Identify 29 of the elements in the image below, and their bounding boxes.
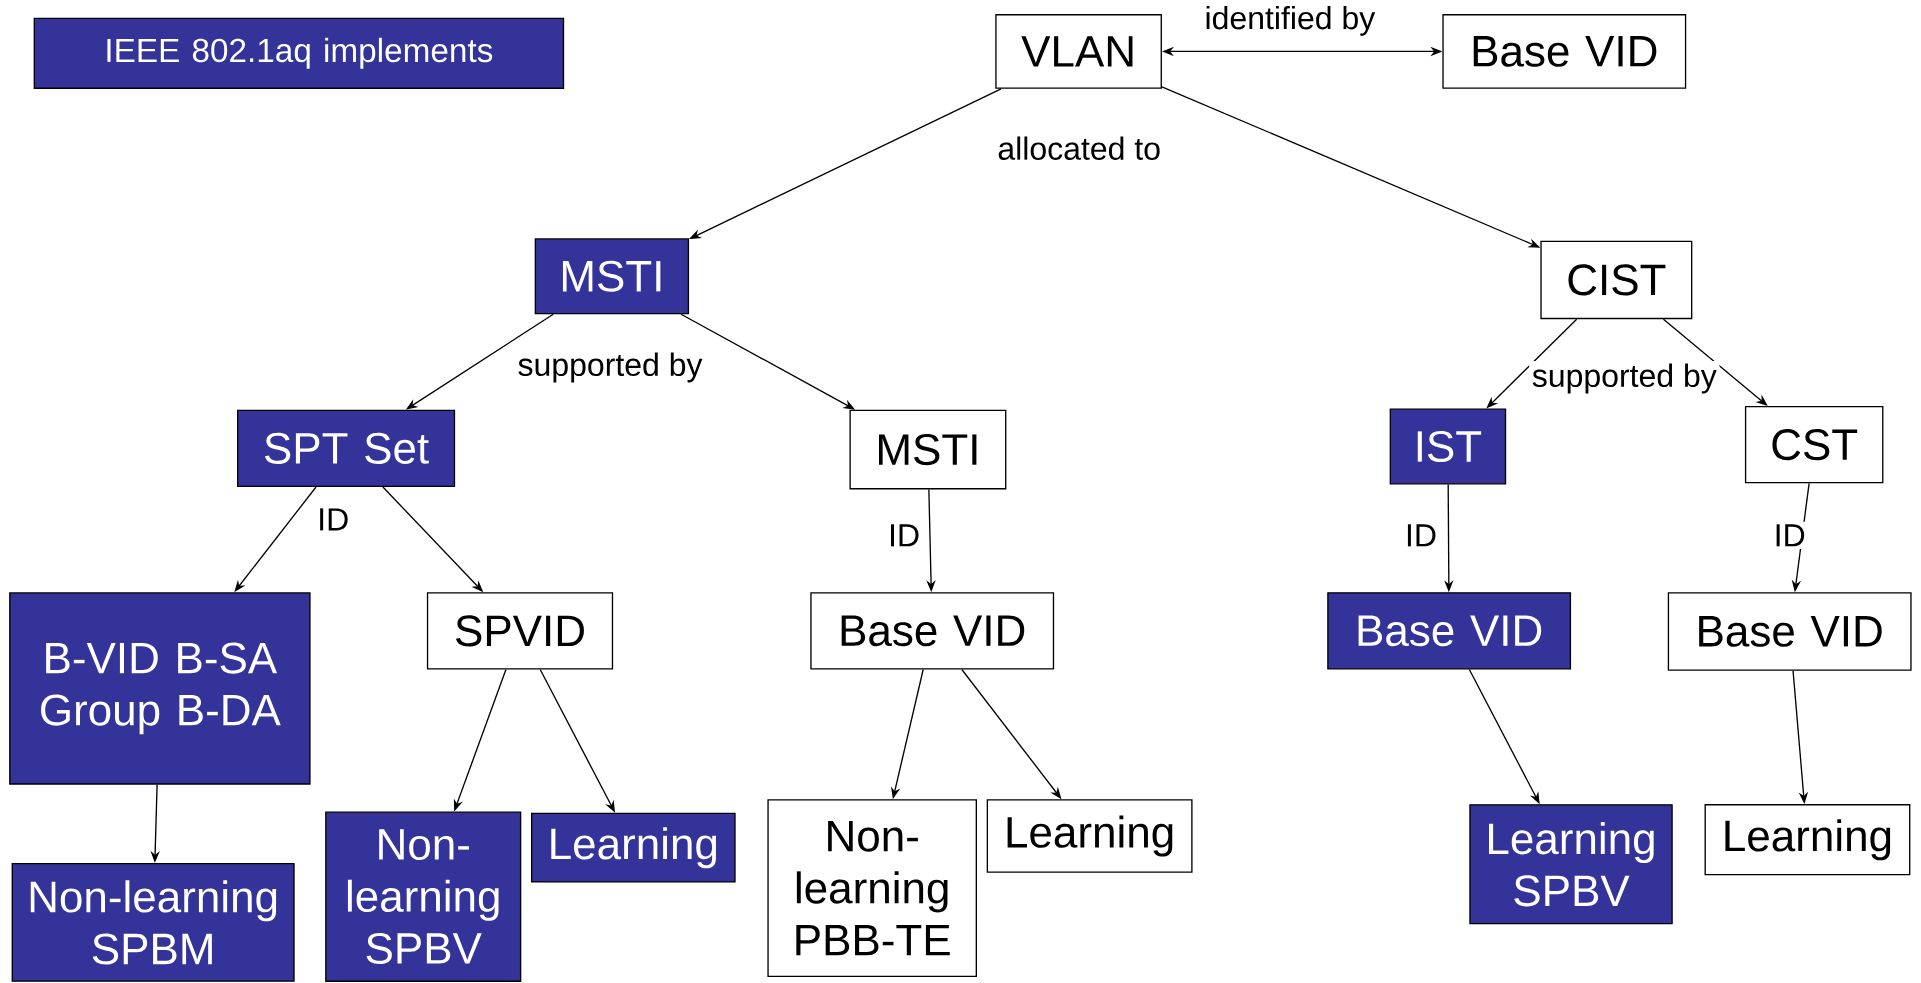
process-box: SPVID bbox=[426, 592, 614, 670]
process-box: MSTI bbox=[534, 238, 690, 315]
process-box: Learning SPBV bbox=[1469, 804, 1673, 925]
process-box: Learning bbox=[1704, 804, 1911, 876]
process-box: Non-learning PBB-TE bbox=[767, 799, 977, 977]
edge-label: ID bbox=[1402, 521, 1440, 550]
edge-label: ID bbox=[885, 521, 923, 550]
process-box: Learning bbox=[531, 812, 736, 883]
process-box: CIST bbox=[1540, 240, 1693, 320]
process-box: Base VID bbox=[1667, 592, 1912, 671]
edge-label: allocated to bbox=[994, 133, 1164, 163]
process-box: MSTI bbox=[849, 409, 1007, 490]
edge-label: ID bbox=[314, 505, 352, 534]
edge-label: identified by bbox=[1201, 3, 1378, 39]
process-box: Base VID bbox=[1442, 14, 1687, 89]
edge-label: ID bbox=[1771, 521, 1809, 550]
process-box: SPT Set bbox=[237, 409, 456, 488]
process-box: Base VID bbox=[1327, 592, 1572, 670]
edge-label: supported by bbox=[514, 349, 706, 386]
process-box: IEEE 802.1aq implements bbox=[33, 17, 565, 89]
process-box: B-VID B-SA Group B-DA bbox=[9, 592, 311, 785]
process-box: Base VID bbox=[810, 592, 1055, 670]
process-box: Learning bbox=[986, 799, 1193, 873]
process-box: IST bbox=[1389, 408, 1507, 485]
edge-label: supported by bbox=[1529, 361, 1720, 397]
process-box: Non-learning SPBV bbox=[325, 811, 522, 982]
process-box: VLAN bbox=[995, 14, 1162, 89]
process-box: CST bbox=[1744, 406, 1884, 484]
process-box: Non-learning SPBM bbox=[11, 863, 295, 982]
